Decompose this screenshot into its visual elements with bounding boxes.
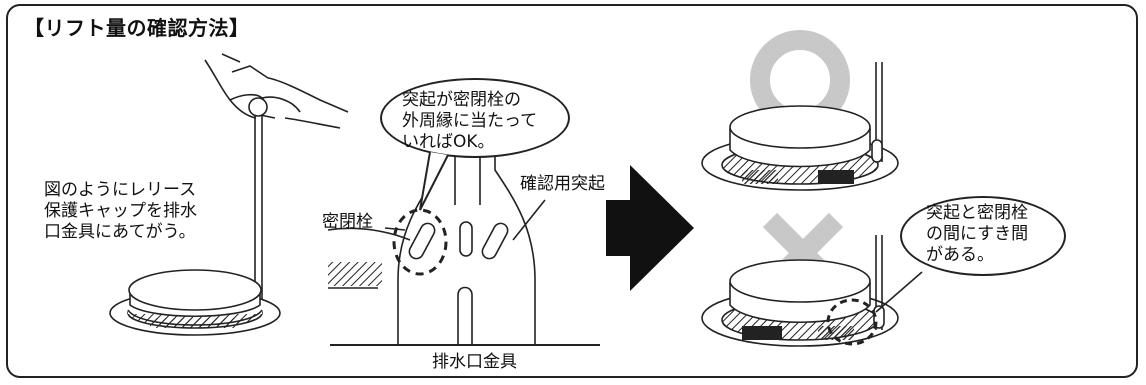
drain-ok-illustration	[701, 62, 899, 191]
diagram-frame	[6, 4, 1138, 378]
step1-instruction: 図のようにレリース 保護キャップを排水 口金具にあてがう。	[44, 180, 197, 242]
label-seal-plug: 密閉栓	[322, 212, 373, 232]
label-drain-fitting: 排水口金具	[432, 352, 517, 372]
gap-callout-text: 突起と密閉栓 の間にすき間 がある。	[926, 203, 1029, 265]
cross-section-illustration	[327, 95, 600, 346]
diagram-title: 【リフト量の確認方法】	[24, 16, 250, 40]
label-confirm-protrusion: 確認用突起	[520, 174, 605, 194]
right-arrow-icon	[606, 165, 694, 291]
gap-callout-bubble	[900, 196, 1066, 276]
ok-callout-text: 突起が密閉栓の 外周縁に当たって いればOK。	[402, 90, 538, 152]
drain-with-cap-illustration-1	[109, 269, 281, 336]
ok-callout-bubble	[380, 78, 570, 158]
drain-ng-illustration	[701, 235, 923, 347]
